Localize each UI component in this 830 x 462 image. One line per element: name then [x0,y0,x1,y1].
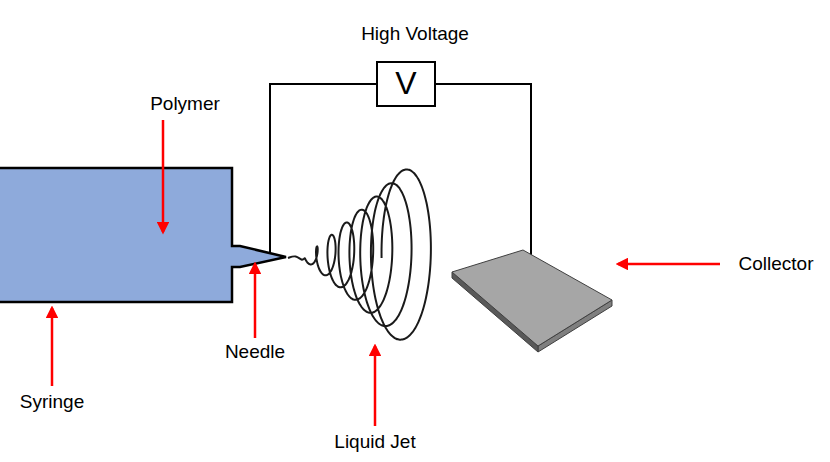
liquid-jet [288,169,431,339]
leader-arrow [254,264,257,338]
part-label: Needle [225,341,285,364]
part-label: Polymer [150,93,220,116]
leader-arrow [51,308,54,386]
part-label: Syringe [20,391,84,414]
voltage-source-box: V [376,61,436,106]
voltage-symbol: V [395,66,416,101]
leader-arrow [618,263,720,266]
syringe-body [0,168,286,302]
collector-plate [452,250,612,346]
part-label: Collector [739,253,814,276]
leader-arrow [162,120,165,232]
title-label: High Voltage [361,23,469,46]
leader-arrow [374,346,377,426]
part-label: Liquid Jet [334,431,415,454]
wire [436,84,531,256]
wire [270,84,376,255]
